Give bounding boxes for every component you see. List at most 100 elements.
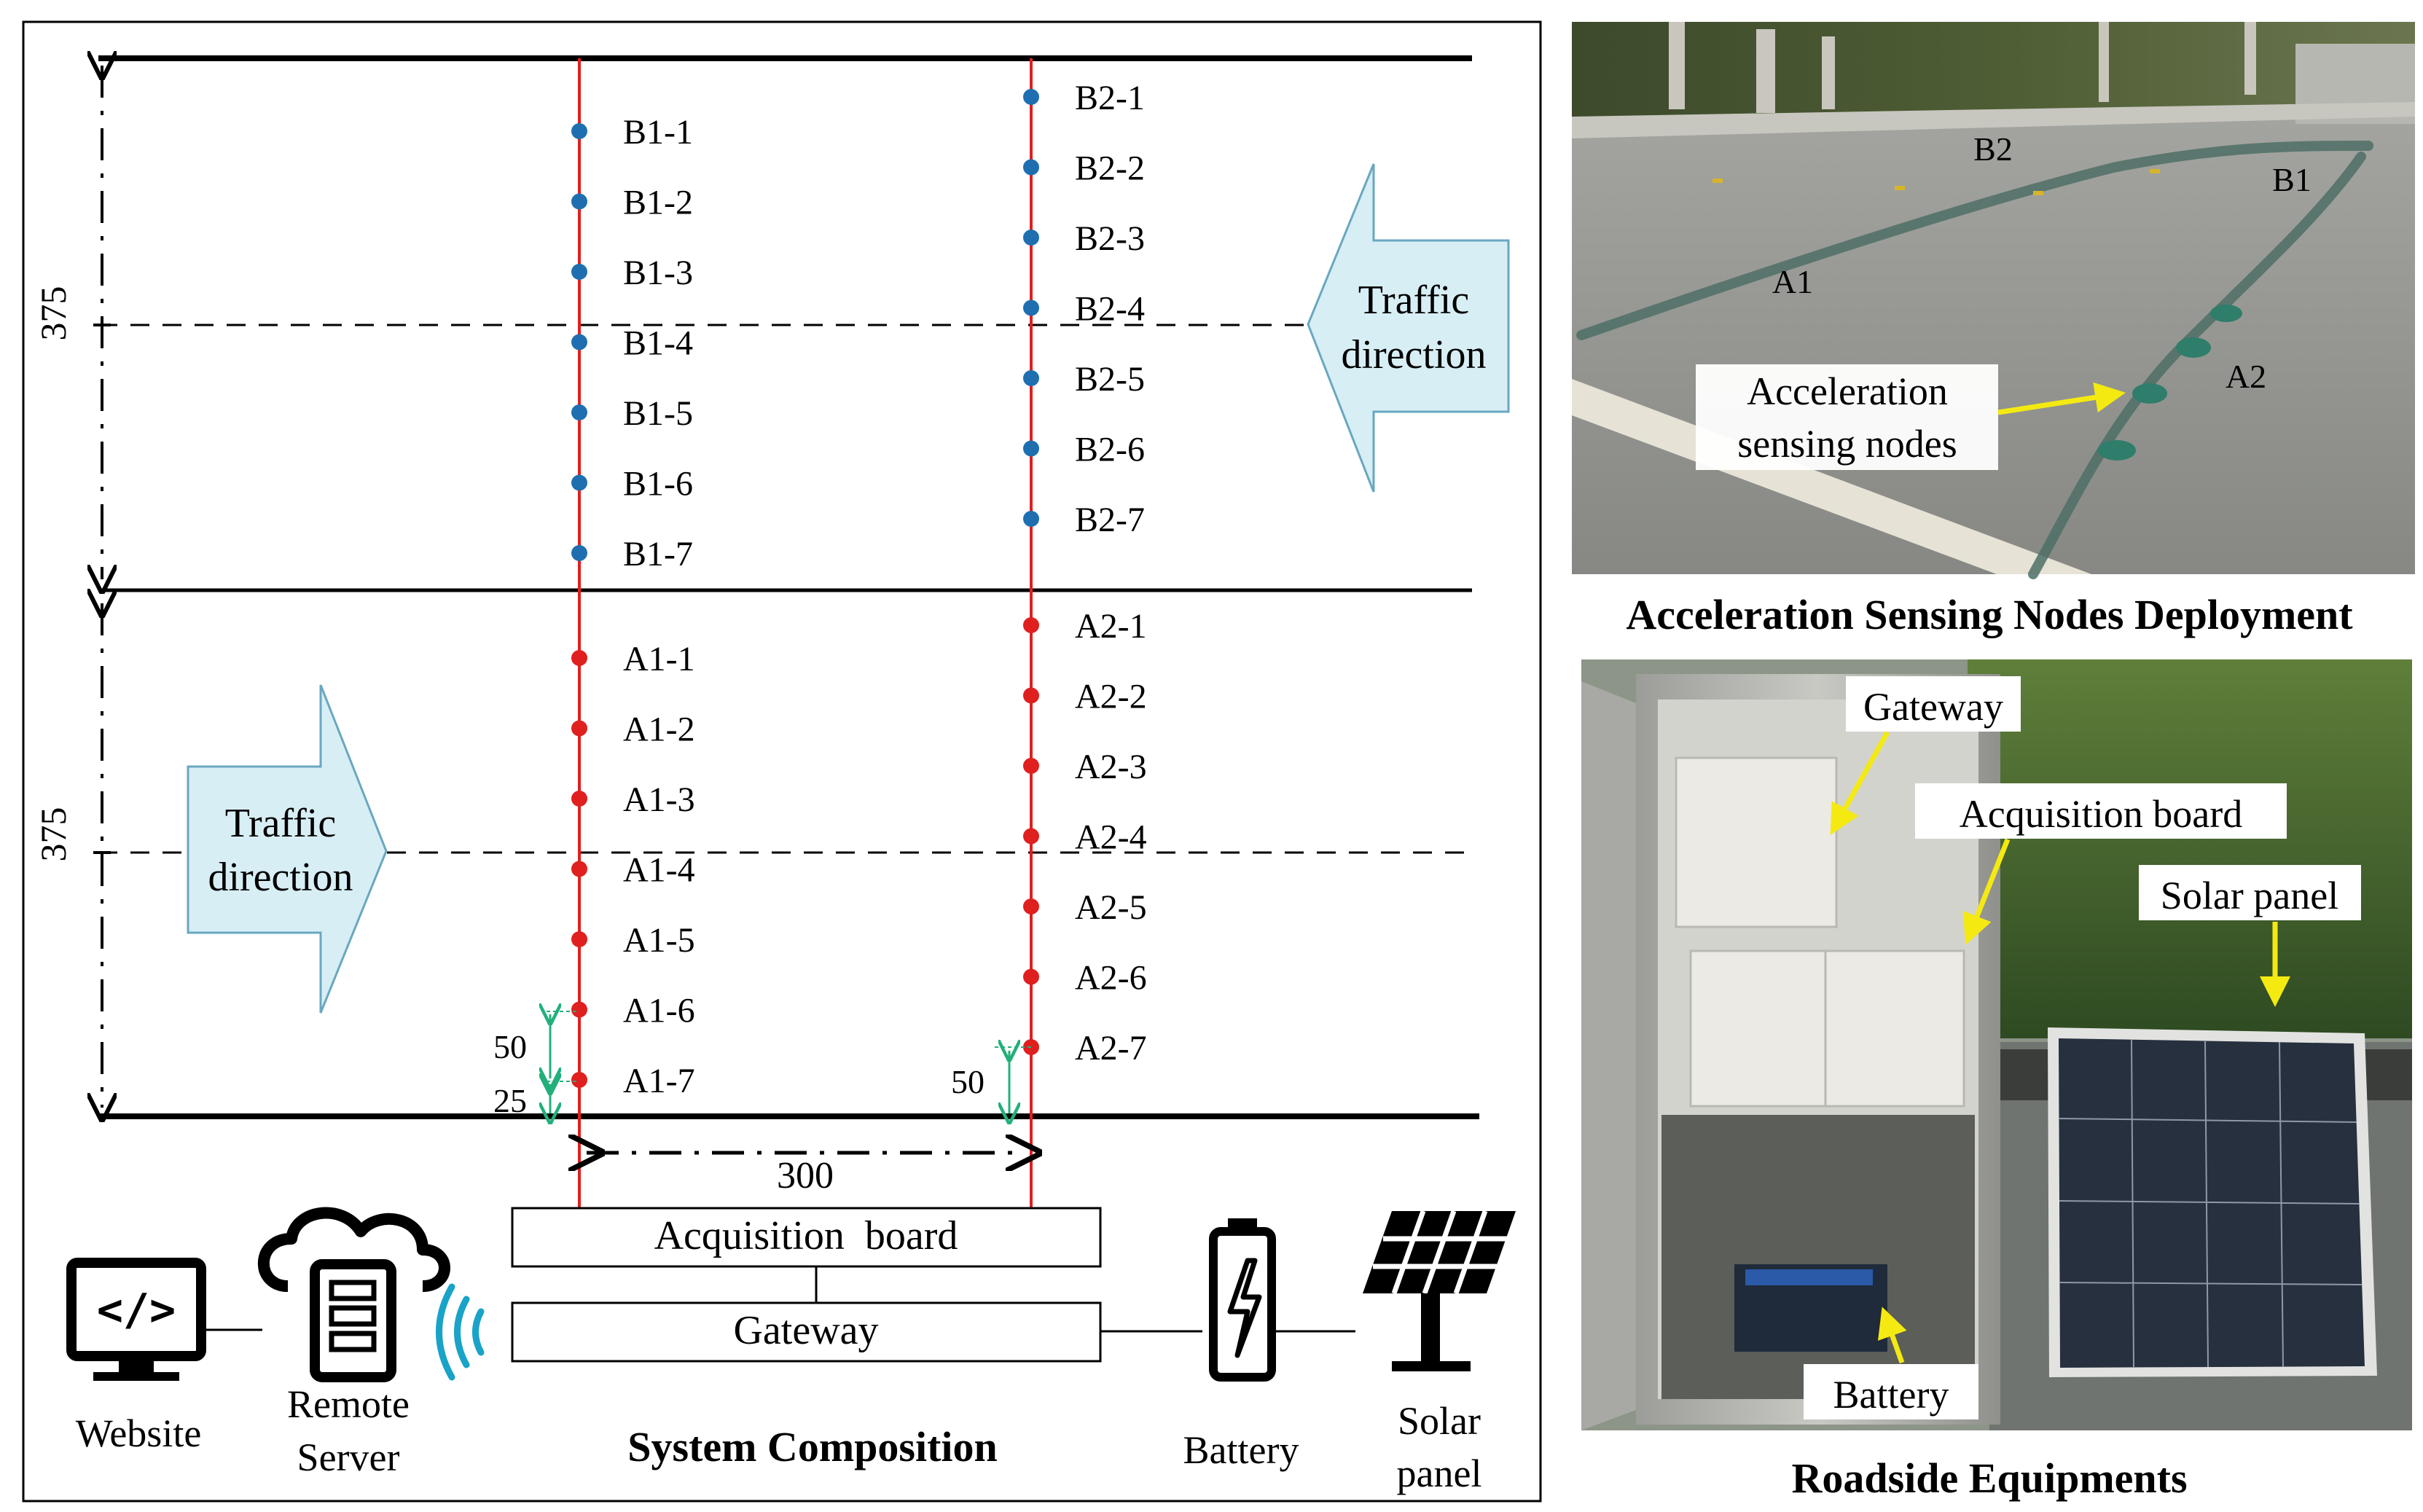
acquisition-arrow: [1962, 838, 2011, 945]
traffic-lower-line2: direction: [208, 855, 353, 900]
dimension-300: 300: [777, 1155, 834, 1196]
sensor-node-dot: [1023, 89, 1039, 105]
sensor-node-label: B2-7: [1075, 501, 1145, 539]
sensor-node-label: B2-4: [1075, 290, 1145, 329]
callout-arrow: [1997, 382, 2126, 415]
sensor-node-dot: [571, 545, 587, 561]
callout-line2: sensing nodes: [1737, 422, 1957, 466]
sensor-node-dot: [571, 1072, 587, 1088]
photo-label-b2: B2: [1973, 130, 2013, 168]
label-gateway-box: [1846, 676, 2021, 732]
label-acquisition-box: [1915, 783, 2287, 839]
system-composition-caption: System Composition: [627, 1423, 998, 1470]
sensor-node-label: B1-5: [623, 394, 693, 433]
solar-panel-line1: Solar: [1398, 1399, 1481, 1443]
sensor-node-label: B2-5: [1075, 360, 1145, 399]
road-deployment-photo: [1572, 22, 2415, 579]
website-monitor-icon: </>: [66, 1258, 206, 1381]
dimension-50-left: 50: [493, 1028, 527, 1065]
sensor-node-label: A2-4: [1075, 818, 1147, 857]
sensor-node-dot: [571, 650, 587, 666]
remote-server-line2: Server: [297, 1435, 400, 1479]
sensor-node-label: A2-3: [1075, 748, 1147, 786]
label-battery: Battery: [1833, 1373, 1949, 1417]
traffic-lower-line1: Traffic: [225, 801, 336, 846]
sensor-node-dot: [571, 123, 587, 139]
sensor-node-dot: [571, 264, 587, 280]
sensor-node-dot: [1023, 968, 1039, 985]
sensor-node-dot: [1023, 299, 1039, 316]
sensor-node-dot: [571, 720, 587, 737]
traffic-arrow-upper: Traffic direction: [1307, 163, 1510, 493]
sensor-node-dot: [571, 334, 587, 350]
dimension-50-right: 50: [951, 1063, 985, 1100]
spacing-dimensions: 50 25 50: [493, 1011, 1031, 1119]
callout-box: [1696, 364, 1998, 470]
sensor-node-dot: [571, 193, 587, 210]
sensor-node-dot: [1023, 758, 1039, 774]
label-acquisition-board: Acquisition board: [1960, 792, 2242, 836]
deployment-caption: Acceleration Sensing Nodes Deployment: [1626, 591, 2353, 638]
sensor-node-label: B2-2: [1075, 149, 1145, 188]
label-gateway: Gateway: [1863, 685, 2003, 729]
solar-panel-icon: [1363, 1210, 1516, 1371]
sensor-node-dot: [1023, 687, 1039, 704]
sensor-node-label: A1-2: [623, 710, 695, 749]
label-battery-box: [1804, 1364, 1978, 1419]
photo-label-a1: A1: [1772, 263, 1813, 300]
sensor-node-label: A1-4: [623, 851, 695, 890]
sensor-node-label: A1-6: [623, 992, 695, 1030]
sensor-node-label: A2-2: [1075, 678, 1147, 716]
sensor-node-label: B2-6: [1075, 431, 1145, 469]
battery-arrow: [1877, 1307, 1907, 1364]
label-solar-panel: Solar panel: [2161, 874, 2338, 917]
sensor-node-label: B1-6: [623, 465, 693, 504]
sensor-node-dot: [1023, 159, 1039, 176]
battery-label: Battery: [1183, 1428, 1299, 1472]
acquisition-board-label: Acquisition board: [654, 1213, 958, 1258]
traffic-upper-line2: direction: [1341, 332, 1486, 377]
dimension-375-upper: 375: [33, 286, 74, 341]
sensor-node-label: B1-7: [623, 535, 693, 573]
sensor-node-dot: [571, 404, 587, 420]
battery-icon: [1209, 1218, 1276, 1382]
acquisition-board-box: [511, 1207, 1102, 1268]
dimension-25-left: 25: [493, 1082, 527, 1119]
sensor-node-label: A1-1: [623, 640, 695, 678]
left-panel-border: [22, 20, 1542, 1503]
sensor-node-dot: [1023, 230, 1039, 246]
sensor-nodes: B1-1B1-2B1-3B1-4B1-5B1-6B1-7B2-1B2-2B2-3…: [571, 79, 1147, 1100]
sensor-node-dot: [1023, 370, 1039, 386]
dimension-375-lower: 375: [33, 807, 74, 862]
sensor-node-dot: [571, 1001, 587, 1018]
sensor-node-label: B2-3: [1075, 219, 1145, 258]
sensor-node-label: A2-1: [1075, 607, 1147, 646]
solar-panel-line2: panel: [1397, 1452, 1482, 1495]
sensor-node-label: A2-5: [1075, 888, 1147, 927]
sensor-node-label: A1-5: [623, 921, 695, 960]
sensor-node-label: A1-3: [623, 780, 695, 819]
gateway-arrow: [1830, 731, 1890, 836]
website-label: Website: [76, 1411, 202, 1455]
roadside-equipment-photo: [1581, 659, 2412, 1430]
traffic-arrow-lower: Traffic direction: [187, 684, 388, 1014]
photo-label-a2: A2: [2226, 358, 2266, 395]
sensor-node-dot: [571, 791, 587, 807]
wireless-signal-icon: [436, 1283, 485, 1381]
sensor-node-label: A2-7: [1075, 1029, 1147, 1068]
sensor-node-label: B2-1: [1075, 79, 1145, 117]
photo-label-b1: B1: [2272, 161, 2312, 198]
sensor-node-dot: [571, 474, 587, 491]
traffic-upper-line1: Traffic: [1358, 278, 1469, 323]
sensor-node-label: B1-2: [623, 184, 693, 222]
sensor-node-dot: [1023, 617, 1039, 633]
label-solar-box: [2139, 865, 2361, 920]
sensor-node-dot: [1023, 828, 1039, 845]
remote-server-line1: Remote: [287, 1382, 410, 1426]
sensor-node-dot: [1023, 898, 1039, 914]
sensor-node-label: B1-3: [623, 254, 693, 292]
sensor-node-dot: [1023, 511, 1039, 527]
svg-text:</>: </>: [97, 1285, 176, 1336]
roadside-caption: Roadside Equipments: [1791, 1454, 2187, 1502]
